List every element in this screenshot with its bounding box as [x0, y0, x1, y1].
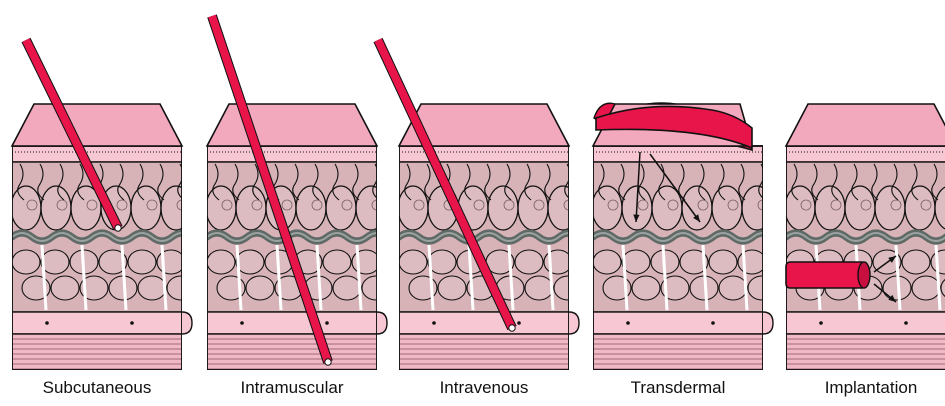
panel-subcutaneous	[11, 104, 195, 370]
dermis-layer	[12, 146, 182, 162]
fascia-layer	[399, 312, 569, 334]
label-intramuscular: Intramuscular	[202, 378, 382, 398]
panel-transdermal	[592, 146, 776, 370]
label-transdermal: Transdermal	[588, 378, 768, 398]
fascia-layer	[786, 312, 945, 334]
muscle-layer	[593, 334, 763, 370]
skin-surface	[786, 104, 945, 146]
dermis-layer	[593, 146, 763, 162]
muscle-layer	[399, 334, 569, 370]
dermis-layer	[207, 146, 377, 162]
implant-rod-icon	[786, 262, 870, 288]
muscle-layer	[786, 334, 945, 370]
transdermal-patch-icon	[593, 103, 752, 150]
panel-intramuscular	[206, 104, 390, 370]
label-subcutaneous: Subcutaneous	[7, 378, 187, 398]
skin-surface	[12, 104, 182, 146]
skin-surface	[207, 104, 377, 146]
label-implantation: Implantation	[781, 378, 945, 398]
muscle-layer	[12, 334, 182, 370]
dermis-layer	[786, 146, 945, 162]
fascia-layer	[593, 312, 763, 334]
label-intravenous: Intravenous	[394, 378, 574, 398]
panel-implantation	[785, 104, 945, 370]
fascia-layer	[207, 312, 377, 334]
fascia-layer	[12, 312, 182, 334]
muscle-layer	[207, 334, 377, 370]
